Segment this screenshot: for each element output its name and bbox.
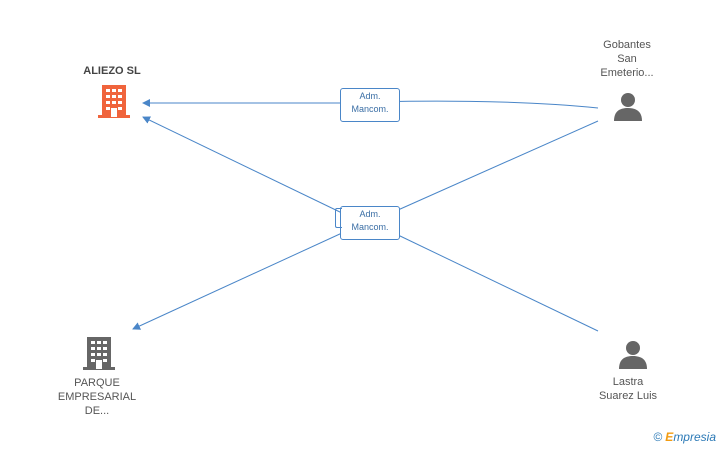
edge-hub-parque	[132, 232, 343, 330]
person-icon[interactable]	[618, 340, 648, 370]
company-name-aliezo[interactable]: ALIEZO SL	[83, 65, 141, 77]
edge-label-role[interactable]: Adm. Mancom.	[335, 206, 400, 240]
building-icon[interactable]	[83, 336, 115, 370]
edge-label-line: Adm.	[359, 209, 381, 219]
edge-label-role[interactable]: Adm. Mancom.	[340, 88, 400, 122]
person-icon[interactable]	[613, 92, 643, 122]
edge-label-line: Mancom.	[351, 222, 389, 232]
node-line: DE...	[84, 405, 110, 417]
node-line: Gobantes	[603, 39, 651, 51]
node-line: Emeterio...	[600, 67, 654, 79]
edge-lastra-hub	[397, 234, 599, 332]
person-name-lastra[interactable]: Lastra Suarez Luis	[583, 375, 673, 403]
node-line: Suarez Luis	[598, 390, 658, 402]
node-line: EMPRESARIAL	[57, 391, 137, 403]
brand-logo-e: E	[665, 430, 674, 444]
edge-hub-aliezo	[142, 116, 343, 214]
brand-name: mpresia	[673, 430, 716, 444]
edge-label-line: Mancom.	[351, 104, 389, 114]
node-line: San	[617, 53, 637, 65]
empresia-watermark: ©Empresia	[653, 430, 716, 444]
edge-label-line: Adm.	[359, 91, 381, 101]
company-name-parque[interactable]: PARQUE EMPRESARIAL DE...	[50, 376, 144, 418]
node-line: PARQUE	[74, 377, 120, 389]
edge-gobantes-hub	[397, 120, 599, 211]
node-line: Lastra	[612, 376, 644, 388]
copyright-symbol: ©	[653, 430, 663, 444]
building-icon[interactable]	[98, 84, 130, 118]
person-name-gobantes[interactable]: Gobantes San Emeterio...	[584, 38, 670, 80]
